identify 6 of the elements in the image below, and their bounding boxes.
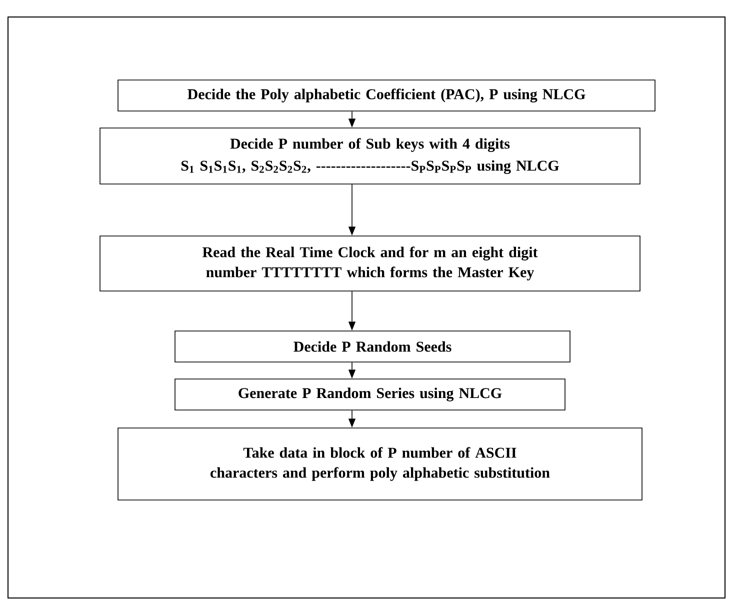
process-box: Generate P Random Series using NLCG [174, 378, 566, 410]
process-box: Take data in block of P number of ASCII characters and perform poly alphabetic substitution [118, 428, 642, 500]
process-box: Decide P number of Sub keys with 4 digits S$_{1}$ S$_{1}$S$_{1}$S$_{1}$, S$_{2}$S$_{2}$S$_{2}$S$_{2}$, -------------------S$_{P}$S$_{P}$S$_{P}$S$_{P}$ using NLCG [100, 128, 640, 184]
process-box: Read the Real Time Clock and for m an eight digit number TTTTTTTT which forms the Master Key [100, 236, 640, 292]
process-box: Decide the Poly alphabetic Coefficient (PAC), P using NLCG [118, 80, 656, 112]
process-box: Decide P Random Seeds [174, 330, 570, 362]
